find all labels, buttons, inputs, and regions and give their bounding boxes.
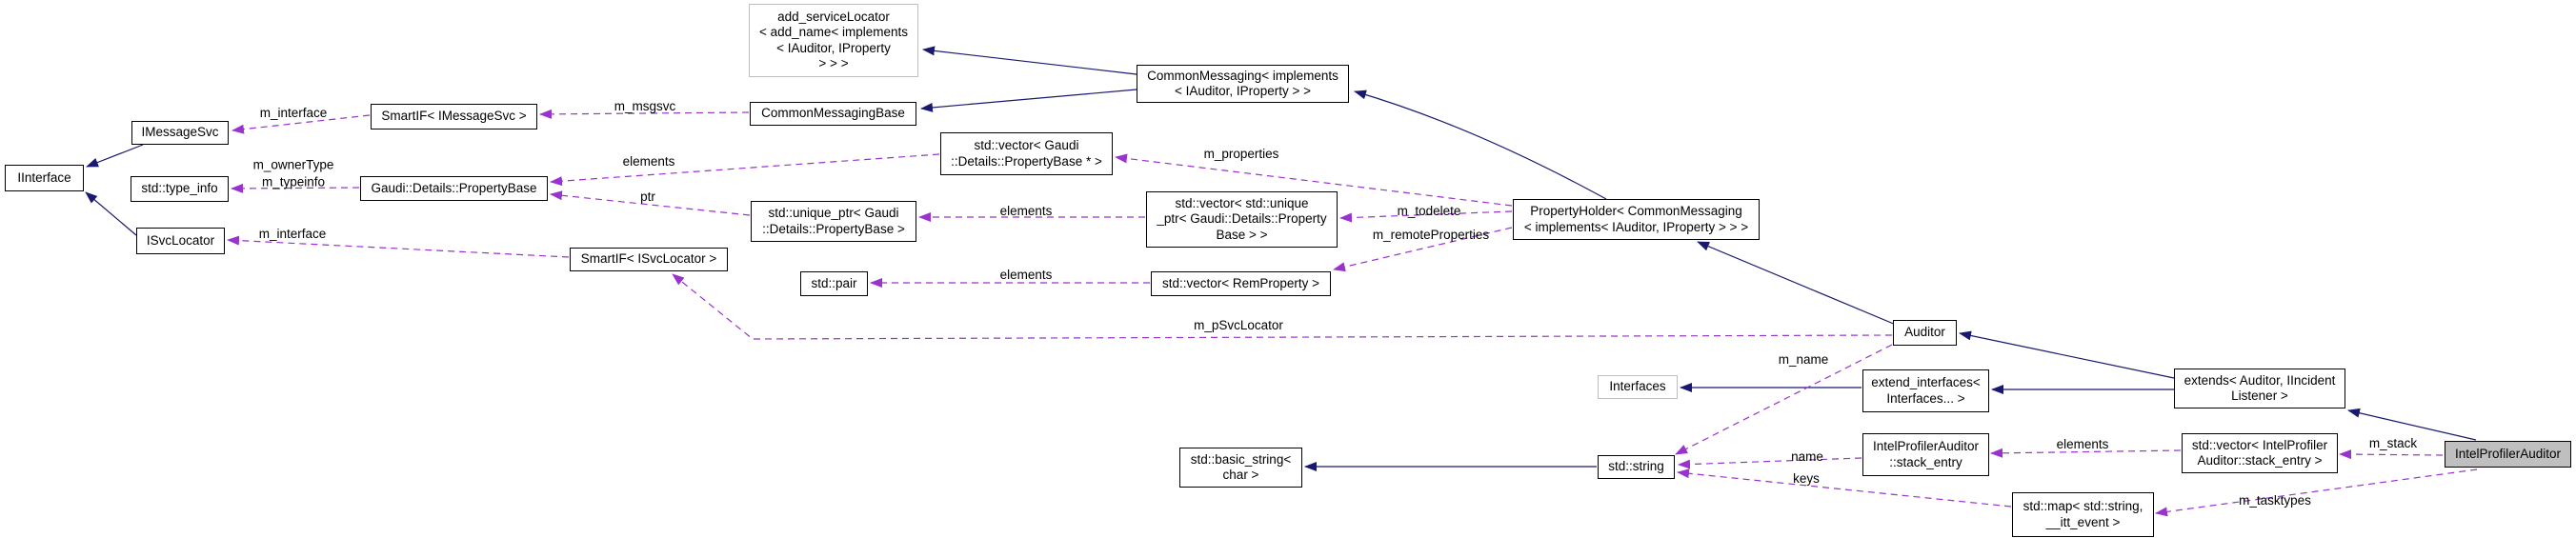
node-basic-string[interactable]: std::basic_string< char > [1179, 448, 1302, 488]
node-imessagesvc[interactable]: IMessageSvc [131, 121, 229, 145]
node-stack-entry[interactable]: IntelProfilerAuditor ::stack_entry [1862, 433, 1989, 476]
node-commonmessagingbase[interactable]: CommonMessagingBase [750, 102, 916, 126]
node-extend-interfaces[interactable]: extend_interfaces< Interfaces... > [1862, 369, 1989, 412]
node-isvclocator[interactable]: ISvcLocator [136, 228, 225, 254]
usage-edges [227, 109, 2478, 517]
node-interfaces[interactable]: Interfaces [1598, 375, 1678, 399]
inheritance-edges [85, 46, 2477, 471]
node-iinterface[interactable]: IInterface [5, 165, 84, 191]
node-commonmessaging[interactable]: CommonMessaging< implements < IAuditor, … [1137, 65, 1349, 103]
node-vector-stack-entry[interactable]: std::vector< IntelProfiler Auditor::stac… [2182, 433, 2338, 473]
node-std-string[interactable]: std::string [1598, 455, 1675, 479]
node-unique-ptr-propertybase[interactable]: std::unique_ptr< Gaudi ::Details::Proper… [751, 201, 916, 242]
node-propertyholder[interactable]: PropertyHolder< CommonMessaging < implem… [1513, 199, 1760, 240]
node-vector-propertybase-ptr[interactable]: std::vector< Gaudi ::Details::PropertyBa… [940, 132, 1113, 175]
node-intelprofilerauditor[interactable]: IntelProfilerAuditor [2445, 441, 2571, 468]
node-smartif-imessagesvc[interactable]: SmartIF< IMessageSvc > [371, 104, 537, 130]
node-propertybase[interactable]: Gaudi::Details::PropertyBase [360, 176, 548, 201]
node-map-itt-event[interactable]: std::map< std::string, __itt_event > [2012, 492, 2154, 537]
node-vector-unique-ptr[interactable]: std::vector< std::unique _ptr< Gaudi::De… [1146, 191, 1338, 248]
node-add-servicelocator[interactable]: add_serviceLocator < add_name< implement… [749, 4, 918, 77]
node-std-type-info[interactable]: std::type_info [131, 176, 229, 202]
node-extends[interactable]: extends< Auditor, IIncident Listener > [2174, 369, 2345, 408]
node-std-pair[interactable]: std::pair [800, 271, 868, 296]
node-vector-remproperty[interactable]: std::vector< RemProperty > [1151, 271, 1331, 296]
node-auditor[interactable]: Auditor [1893, 320, 1957, 346]
node-smartif-isvclocator[interactable]: SmartIF< ISvcLocator > [570, 248, 728, 271]
